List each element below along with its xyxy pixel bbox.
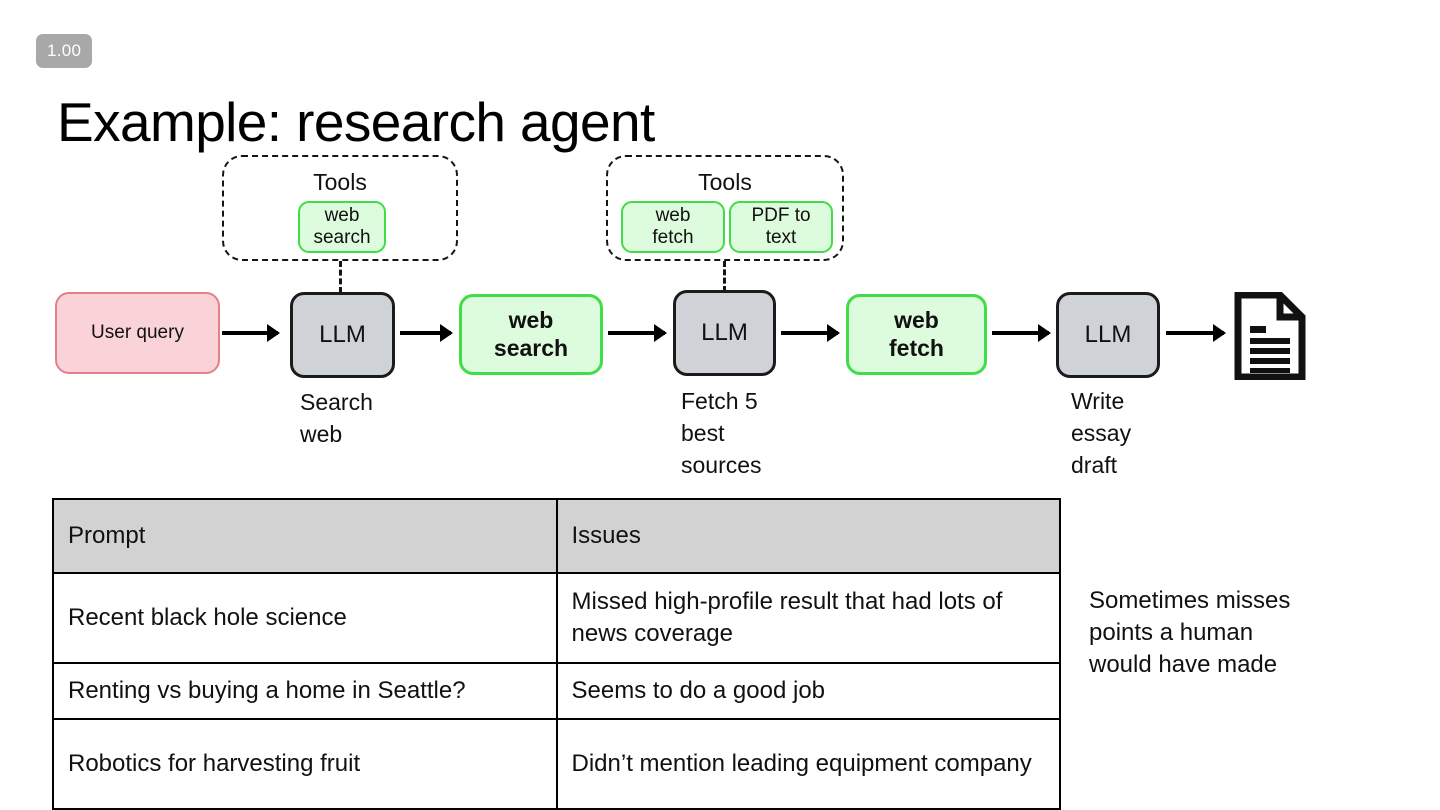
tool-chip-web-fetch[interactable]: web fetch (621, 201, 725, 253)
caption-write-essay-draft: Write essay draft (1071, 388, 1132, 478)
caption-fetch-best-sources: Fetch 5 best sources (681, 388, 762, 478)
slide-index-badge: 1.00 (36, 34, 93, 68)
node-web-fetch: web fetch (846, 294, 987, 375)
arrow-2 (400, 331, 451, 335)
cell-issue: Seems to do a good job (555, 662, 1061, 720)
node-llm-3: LLM (1056, 292, 1160, 378)
tools-llm-connector-1 (339, 261, 342, 293)
agent-pipeline-diagram: Tools web search Tools web fetch PDF to … (0, 0, 1440, 490)
tools-group-1: Tools web search (222, 155, 458, 261)
arrow-6 (1166, 331, 1224, 335)
node-web-search: web search (459, 294, 603, 375)
column-header-issues: Issues (555, 498, 1061, 574)
arrow-4 (781, 331, 838, 335)
table-row: Robotics for harvesting fruit Didn’t men… (52, 718, 1061, 810)
tool-chip-pdf-to-text[interactable]: PDF to text (729, 201, 833, 253)
tools-group-2-title: Tools (698, 169, 752, 195)
node-user-query: User query (55, 292, 220, 374)
cell-issue: Didn’t mention leading equipment company (555, 718, 1061, 810)
tools-group-1-title: Tools (313, 169, 367, 195)
issues-table: Prompt Issues Recent black hole science … (52, 498, 1061, 810)
cell-prompt: Recent black hole science (52, 572, 558, 664)
caption-search-web: Search web (300, 389, 373, 447)
cell-issue: Missed high-profile result that had lots… (555, 572, 1061, 664)
tools-group-2: Tools web fetch PDF to text (606, 155, 844, 261)
cell-prompt: Renting vs buying a home in Seattle? (52, 662, 558, 720)
side-note: Sometimes misses points a human would ha… (1089, 587, 1291, 678)
arrow-3 (608, 331, 665, 335)
table-row: Recent black hole science Missed high-pr… (52, 572, 1061, 664)
tools-llm-connector-2 (723, 261, 726, 292)
document-icon (1234, 292, 1306, 380)
table-row: Renting vs buying a home in Seattle? See… (52, 662, 1061, 720)
arrow-5 (992, 331, 1049, 335)
page-title: Example: research agent (57, 90, 655, 153)
column-header-prompt: Prompt (52, 498, 558, 574)
cell-prompt: Robotics for harvesting fruit (52, 718, 558, 810)
table-header-row: Prompt Issues (52, 498, 1061, 574)
arrow-1 (222, 331, 278, 335)
node-llm-1: LLM (290, 292, 395, 378)
node-llm-2: LLM (673, 290, 776, 376)
tool-chip-web-search[interactable]: web search (298, 201, 386, 253)
